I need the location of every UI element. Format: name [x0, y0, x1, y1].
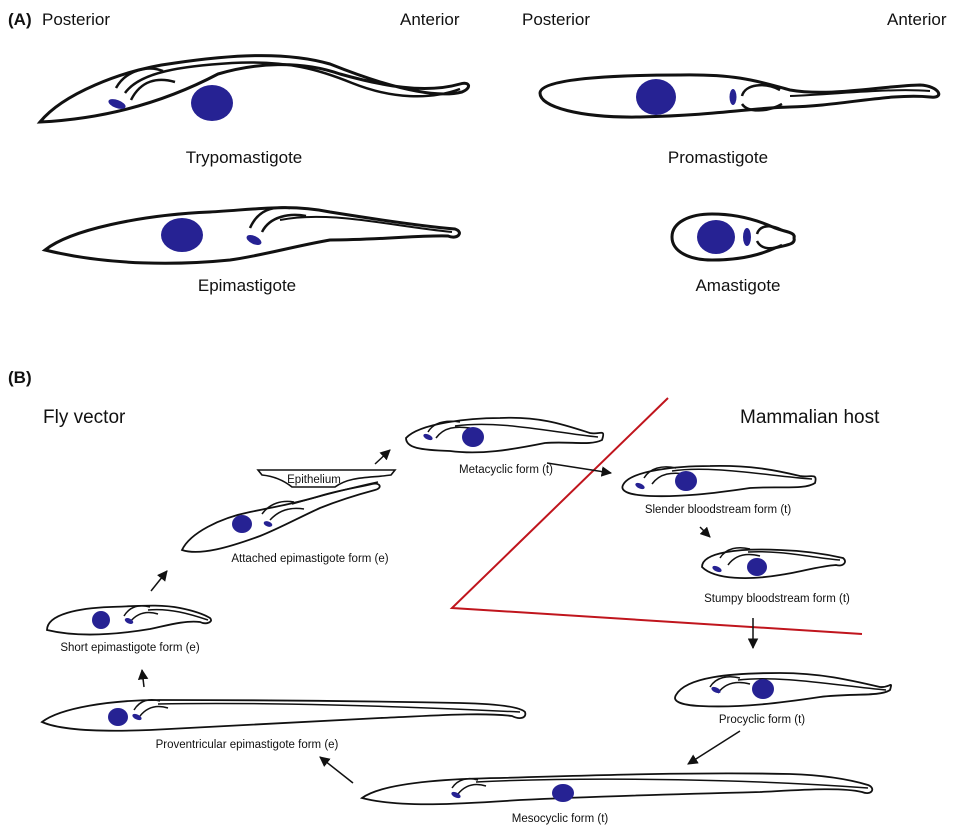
mesocyclic-cell: Mesocyclic form (t) [362, 773, 872, 825]
slender-bloodstream-cell: Slender bloodstream form (t) [622, 466, 815, 516]
posterior-label-left: Posterior [42, 10, 110, 29]
panel-a: (A) Posterior Anterior Posterior Anterio… [8, 10, 947, 295]
procyclic-cell: Procyclic form (t) [675, 673, 891, 726]
stumpy-label: Stumpy bloodstream form (t) [704, 593, 850, 605]
fly-vector-label: Fly vector [43, 407, 126, 428]
arrow-short-to-attached [151, 571, 167, 591]
arrow-metacyclic-to-slender [547, 463, 611, 473]
panel-b: (B) Fly vector Mammalian host Metacyclic… [8, 368, 891, 825]
epimastigote-cell: Epimastigote [45, 208, 459, 295]
mammalian-host-label: Mammalian host [740, 407, 880, 428]
promastigote-cell: Promastigote [540, 75, 939, 167]
nucleus [752, 679, 774, 699]
trypomastigote-cell: Trypomastigote [40, 56, 469, 167]
kinetoplast [730, 89, 737, 105]
proventricular-label: Proventricular epimastigote form (e) [156, 739, 339, 751]
nucleus [92, 611, 110, 629]
amastigote-label: Amastigote [695, 276, 780, 295]
arrow-attached-to-metacyclic [375, 450, 390, 464]
nucleus [108, 708, 128, 726]
nucleus [462, 427, 484, 447]
nucleus [636, 79, 676, 115]
trypomastigote-label: Trypomastigote [186, 148, 303, 167]
short-epimastigote-cell: Short epimastigote form (e) [47, 606, 211, 654]
slender-label: Slender bloodstream form (t) [645, 504, 792, 516]
nucleus [552, 784, 574, 802]
nucleus [697, 220, 735, 254]
epithelium-label: Epithelium [287, 474, 341, 486]
short-epimastigote-label: Short epimastigote form (e) [60, 642, 200, 654]
nucleus [191, 85, 233, 121]
attached-epimastigote-label: Attached epimastigote form (e) [231, 553, 388, 565]
attached-epimastigote-cell: Attached epimastigote form (e) [182, 482, 389, 565]
mesocyclic-label: Mesocyclic form (t) [512, 813, 609, 825]
anterior-label-right: Anterior [887, 10, 947, 29]
nucleus [675, 471, 697, 491]
cycle-arrows [142, 450, 753, 783]
anterior-label-left: Anterior [400, 10, 460, 29]
amastigote-cell: Amastigote [672, 214, 794, 295]
posterior-label-right: Posterior [522, 10, 590, 29]
nucleus [161, 218, 203, 252]
kinetoplast [743, 228, 751, 246]
nucleus [232, 515, 252, 533]
arrow-mesocyclic-to-proventricular [320, 757, 353, 783]
metacyclic-label: Metacyclic form (t) [459, 464, 553, 476]
arrow-proventricular-to-short [142, 670, 144, 687]
procyclic-label: Procyclic form (t) [719, 714, 805, 726]
promastigote-label: Promastigote [668, 148, 768, 167]
proventricular-epimastigote-cell: Proventricular epimastigote form (e) [42, 700, 525, 751]
arrow-procyclic-to-mesocyclic [688, 731, 740, 764]
epimastigote-label: Epimastigote [198, 276, 296, 295]
nucleus [747, 558, 767, 576]
arrow-slender-to-stumpy [700, 527, 710, 537]
panel-a-label: (A) [8, 10, 32, 29]
panel-b-label: (B) [8, 368, 32, 387]
stumpy-bloodstream-cell: Stumpy bloodstream form (t) [702, 548, 850, 605]
